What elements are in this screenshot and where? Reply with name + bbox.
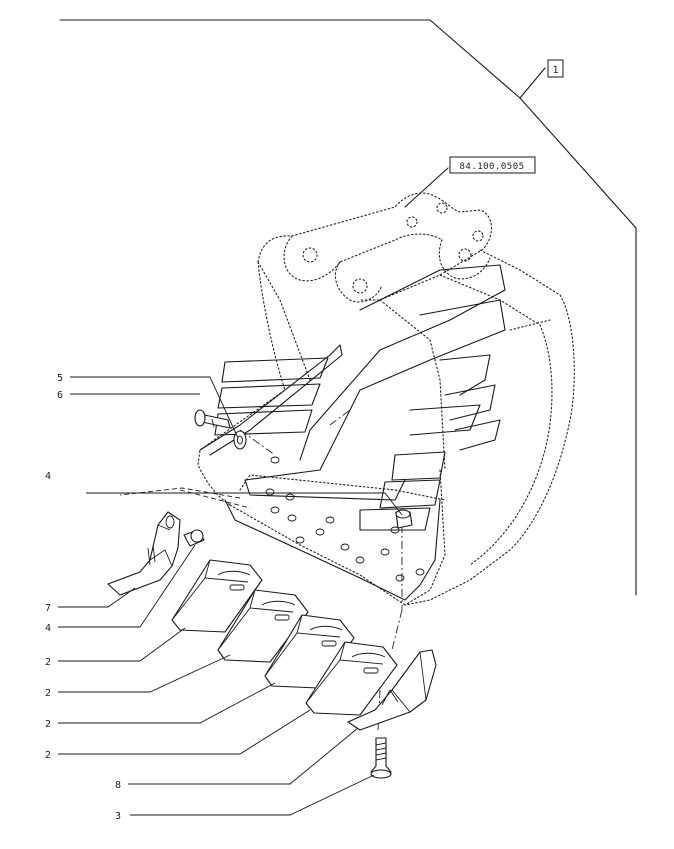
leader-4-lower [58,544,196,628]
callout-2-b: 2 [45,688,51,699]
side-cutter-8[interactable] [347,649,437,731]
callout-5: 5 [57,373,63,384]
bolt-holes [265,456,425,582]
tooth-2-d[interactable] [305,641,398,716]
leader-4-upper [86,492,403,516]
drawing-reference-label: 84.100.0505 [459,162,524,172]
assembly-bracket-line [59,19,637,596]
wear-strips [199,264,506,531]
reference-box[interactable]: 1 [547,59,564,78]
nut-4-lower[interactable] [183,529,205,547]
callout-2-a: 2 [45,657,51,668]
tooth-2-c[interactable] [264,614,355,689]
callout-numbers: 5 6 4 7 4 2 2 2 2 8 3 [45,373,121,822]
callout-4-lower: 4 [45,623,51,634]
callout-leaders [58,376,403,816]
tooth-2-a[interactable] [171,559,263,633]
drawing-reference[interactable]: 84.100.0505 [404,156,536,208]
callout-3: 3 [115,811,121,822]
leader-3 [130,774,375,816]
leader-2-d [58,709,311,755]
leader-2-c [58,682,276,724]
callout-7: 7 [45,603,51,614]
leader-2-a [58,627,186,662]
callout-2-c: 2 [45,719,51,730]
reference-box-label: 1 [552,65,558,76]
nut-4-upper[interactable] [395,509,413,529]
leader-2-b [58,654,231,693]
callout-6: 6 [57,390,63,401]
side-adapter-7[interactable] [107,511,181,596]
bolt-3[interactable] [370,737,392,779]
bucket-outline [197,192,575,606]
tooth-2-b[interactable] [217,589,309,663]
bolt-5[interactable] [194,409,231,429]
cutting-edge-plate [224,456,441,601]
leader-5 [70,376,239,439]
callout-2-d: 2 [45,750,51,761]
leader-8 [128,727,359,785]
callout-8: 8 [115,780,121,791]
leader-7 [58,587,136,608]
callout-4-upper: 4 [45,471,51,482]
